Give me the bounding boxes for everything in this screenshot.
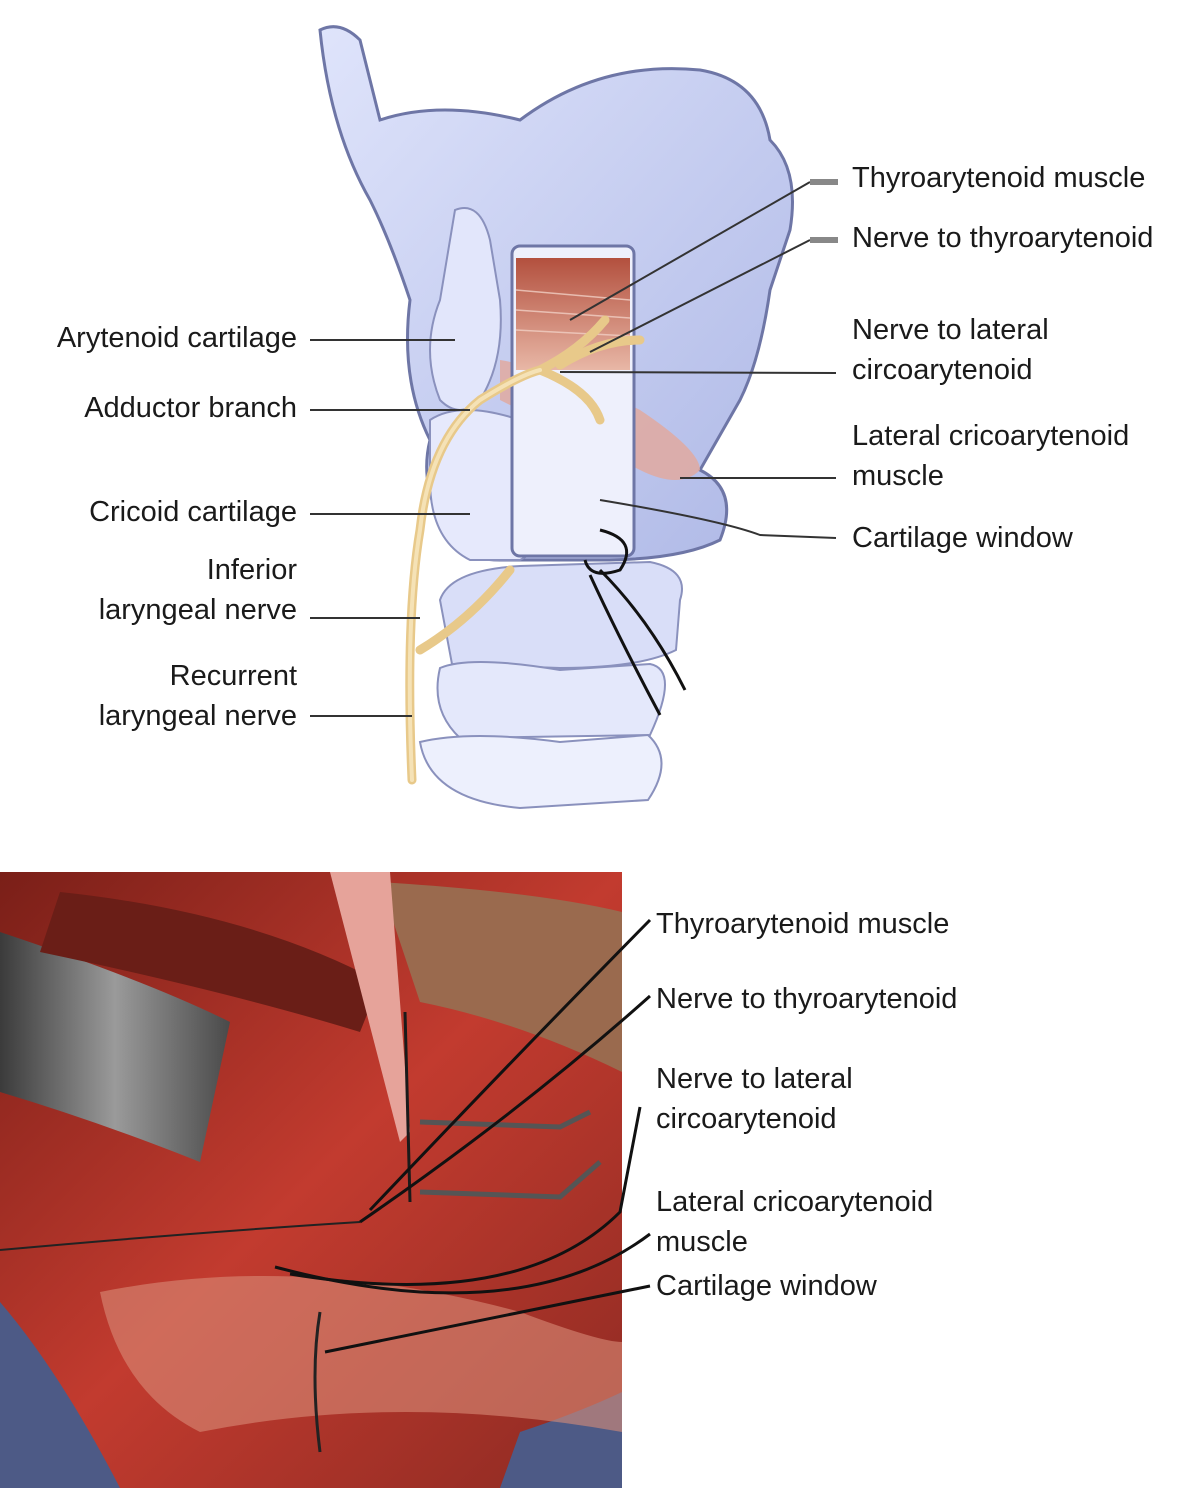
label-recurrent-laryngeal-nerve: Recurrent laryngeal nerve — [98, 660, 297, 732]
label-lateral-cricoarytenoid-muscle: Lateral cricoarytenoid muscle — [852, 420, 1130, 492]
larynx-illustration-figure: Thyroarytenoid muscle Nerve to thyroaryt… — [56, 25, 1154, 810]
larynx-illustration — [310, 25, 838, 810]
photo-label-lateral-cricoarytenoid-muscle: Lateral cricoarytenoid muscle — [656, 1186, 934, 1258]
photo-area — [0, 872, 622, 1488]
label-arytenoid-cartilage: Arytenoid cartilage — [56, 322, 297, 354]
label-nerve-to-thyroarytenoid: Nerve to thyroarytenoid — [852, 222, 1154, 254]
label-inferior-laryngeal-nerve: Inferior laryngeal nerve — [98, 554, 297, 626]
photo-label-nerve-to-lateral-cricoarytenoid: Nerve to lateral circoarytenoid — [656, 1063, 853, 1135]
label-adductor-branch: Adductor branch — [84, 392, 297, 424]
leader-lines — [310, 181, 837, 717]
photo-label-nerve-to-thyroarytenoid: Nerve to thyroarytenoid — [656, 983, 958, 1015]
label-nerve-to-lateral-cricoarytenoid: Nerve to lateral circoarytenoid — [852, 314, 1049, 386]
label-cricoid-cartilage: Cricoid cartilage — [89, 496, 297, 528]
trachea-rings — [418, 560, 683, 810]
label-cartilage-window: Cartilage window — [852, 522, 1073, 554]
photo-leader-lines — [274, 918, 652, 1354]
photo-label-cartilage-window: Cartilage window — [656, 1270, 877, 1302]
photo-label-thyroarytenoid-muscle: Thyroarytenoid muscle — [656, 908, 950, 940]
suture — [583, 528, 687, 716]
surgical-photo — [0, 872, 652, 1488]
surgical-photo-figure: Thyroarytenoid muscle Nerve to thyroaryt… — [0, 872, 1200, 1488]
label-thyroarytenoid-muscle: Thyroarytenoid muscle — [852, 162, 1146, 194]
